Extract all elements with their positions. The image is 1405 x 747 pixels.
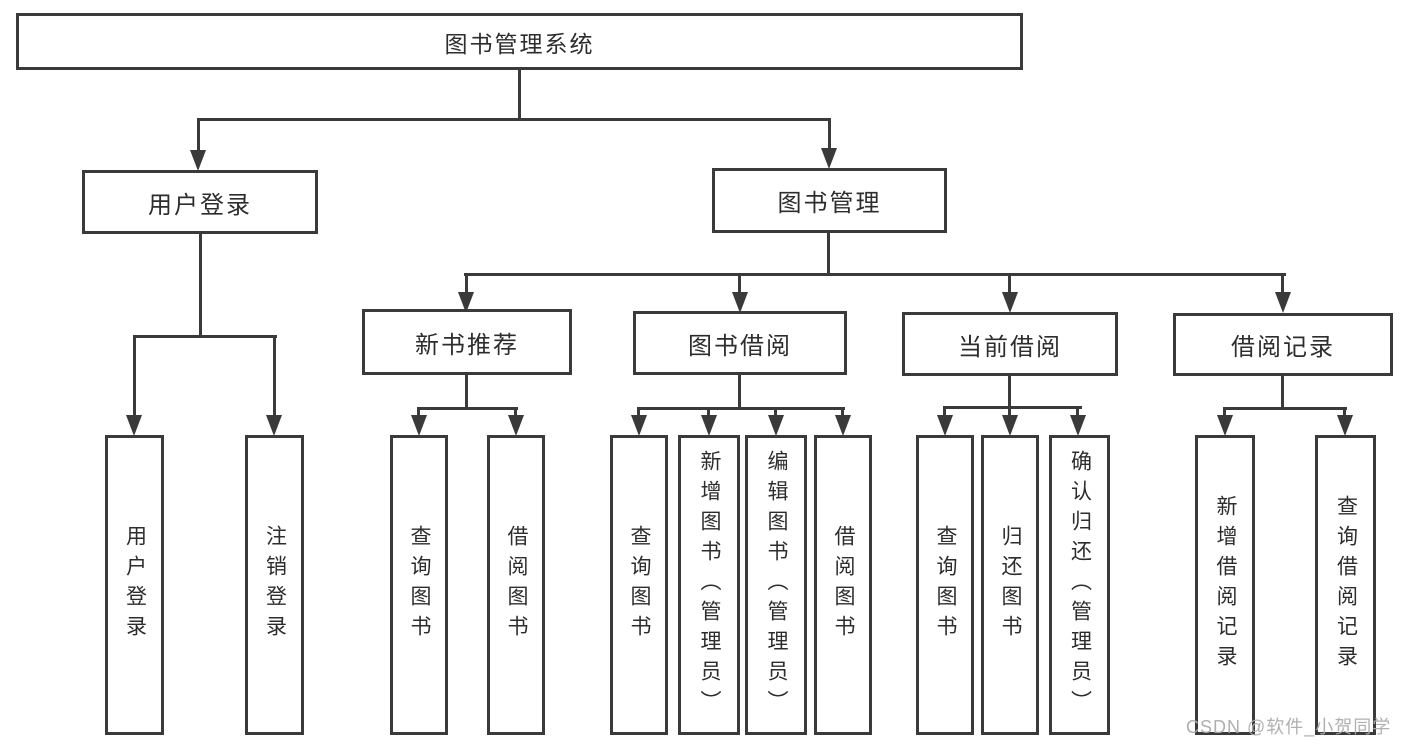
leaf-query-books-borrow: 查询图书 [610,435,668,735]
leaf-query-books-recommend: 查询图书 [390,435,448,735]
arrowhead-down [126,415,142,436]
node-book-management-label: 图书管理 [777,190,882,217]
leaf-return-books-label: 归还图书 [999,525,1022,645]
arrowhead-down [1002,292,1018,313]
arrowhead-down [732,292,748,313]
connector-line [827,233,830,275]
node-new-book-recommend: 新书推荐 [362,309,572,375]
connector-line [197,118,200,152]
leaf-query-books-current-label: 查询图书 [934,525,957,645]
leaf-logout: 注销登录 [245,435,304,735]
leaf-edit-books-admin: 编辑图书（管理员） [745,435,807,735]
leaf-borrow-books: 借阅图书 [814,435,872,735]
node-library-system-label: 图书管理系统 [444,30,595,57]
connector-line [465,375,468,409]
leaf-confirm-return-admin: 确认归还（管理员） [1049,435,1110,735]
leaf-logout-label: 注销登录 [263,525,287,645]
node-book-borrow: 图书借阅 [633,311,847,375]
connector-line [841,407,844,417]
connector-line [738,273,741,294]
leaf-query-books-current: 查询图书 [916,435,974,735]
arrowhead-down [190,150,206,171]
connector-line [943,406,1082,409]
connector-line [637,407,640,417]
arrowhead-down [701,415,717,436]
node-current-borrow-label: 当前借阅 [958,333,1062,361]
connector-line [943,406,946,417]
connector-line [273,335,276,417]
node-user-login-label: 用户登录 [148,191,252,219]
leaf-query-borrow-record-label: 查询借阅记录 [1334,495,1358,675]
leaf-user-login: 用户登录 [105,435,164,735]
arrowhead-down [1002,415,1018,436]
arrowhead-down [768,415,784,436]
node-new-book-recommend-label: 新书推荐 [415,331,519,359]
connector-line [1223,407,1347,410]
connector-line [1281,273,1284,294]
node-library-system: 图书管理系统 [16,13,1023,70]
arrowhead-down [508,415,524,436]
leaf-add-borrow-record: 新增借阅记录 [1195,435,1255,735]
leaf-borrow-books-label: 借阅图书 [832,525,855,645]
leaf-borrow-books-recommend: 借阅图书 [487,435,545,735]
arrowhead-down [631,415,647,436]
node-borrow-records: 借阅记录 [1173,313,1393,376]
connector-line [514,407,517,417]
arrowhead-down [1337,415,1353,436]
connector-line [1008,273,1011,294]
leaf-query-books-borrow-label: 查询图书 [628,525,651,645]
node-current-borrow: 当前借阅 [902,312,1118,376]
connector-line [1076,406,1079,417]
node-book-borrow-label: 图书借阅 [688,332,792,360]
connector-line [133,335,277,338]
leaf-add-books-admin-label: 新增图书（管理员） [698,450,721,720]
leaf-confirm-return-admin-label: 确认归还（管理员） [1068,450,1092,720]
connector-line [197,118,831,121]
connector-line [637,407,845,410]
connector-line [1223,407,1226,417]
leaf-borrow-books-recommend-label: 借阅图书 [505,525,528,645]
leaf-user-login-label: 用户登录 [123,525,147,645]
connector-line [1008,376,1011,408]
connector-line [828,118,831,150]
arrowhead-down [411,415,427,436]
arrowhead-down [1070,415,1086,436]
connector-line [738,375,741,409]
connector-line [1008,406,1011,417]
connector-line [199,233,202,338]
connector-line [1281,376,1284,409]
connector-line [417,407,420,417]
connector-line [774,407,777,417]
node-borrow-records-label: 借阅记录 [1231,334,1335,361]
leaf-return-books: 归还图书 [981,435,1039,735]
leaf-add-books-admin: 新增图书（管理员） [678,435,740,735]
leaf-query-borrow-record: 查询借阅记录 [1315,435,1376,735]
arrowhead-down [937,415,953,436]
connector-line [464,273,1286,276]
arrowhead-down [835,415,851,436]
arrowhead-down [458,292,474,313]
csdn-watermark: CSDN @软件_小贺同学 [1186,717,1392,737]
connector-line [133,335,136,417]
arrowhead-down [1217,415,1233,436]
connector-line [518,69,521,120]
leaf-edit-books-admin-label: 编辑图书（管理员） [765,450,788,720]
connector-line [1343,407,1346,417]
leaf-add-borrow-record-label: 新增借阅记录 [1214,495,1237,675]
arrowhead-down [821,148,837,169]
connector-line [465,273,468,294]
leaf-query-books-recommend-label: 查询图书 [408,525,431,645]
node-book-management: 图书管理 [712,168,947,233]
arrowhead-down [266,415,282,436]
connector-line [417,407,518,410]
arrowhead-down [1275,292,1291,313]
connector-line [707,407,710,417]
node-user-login: 用户登录 [82,170,318,234]
